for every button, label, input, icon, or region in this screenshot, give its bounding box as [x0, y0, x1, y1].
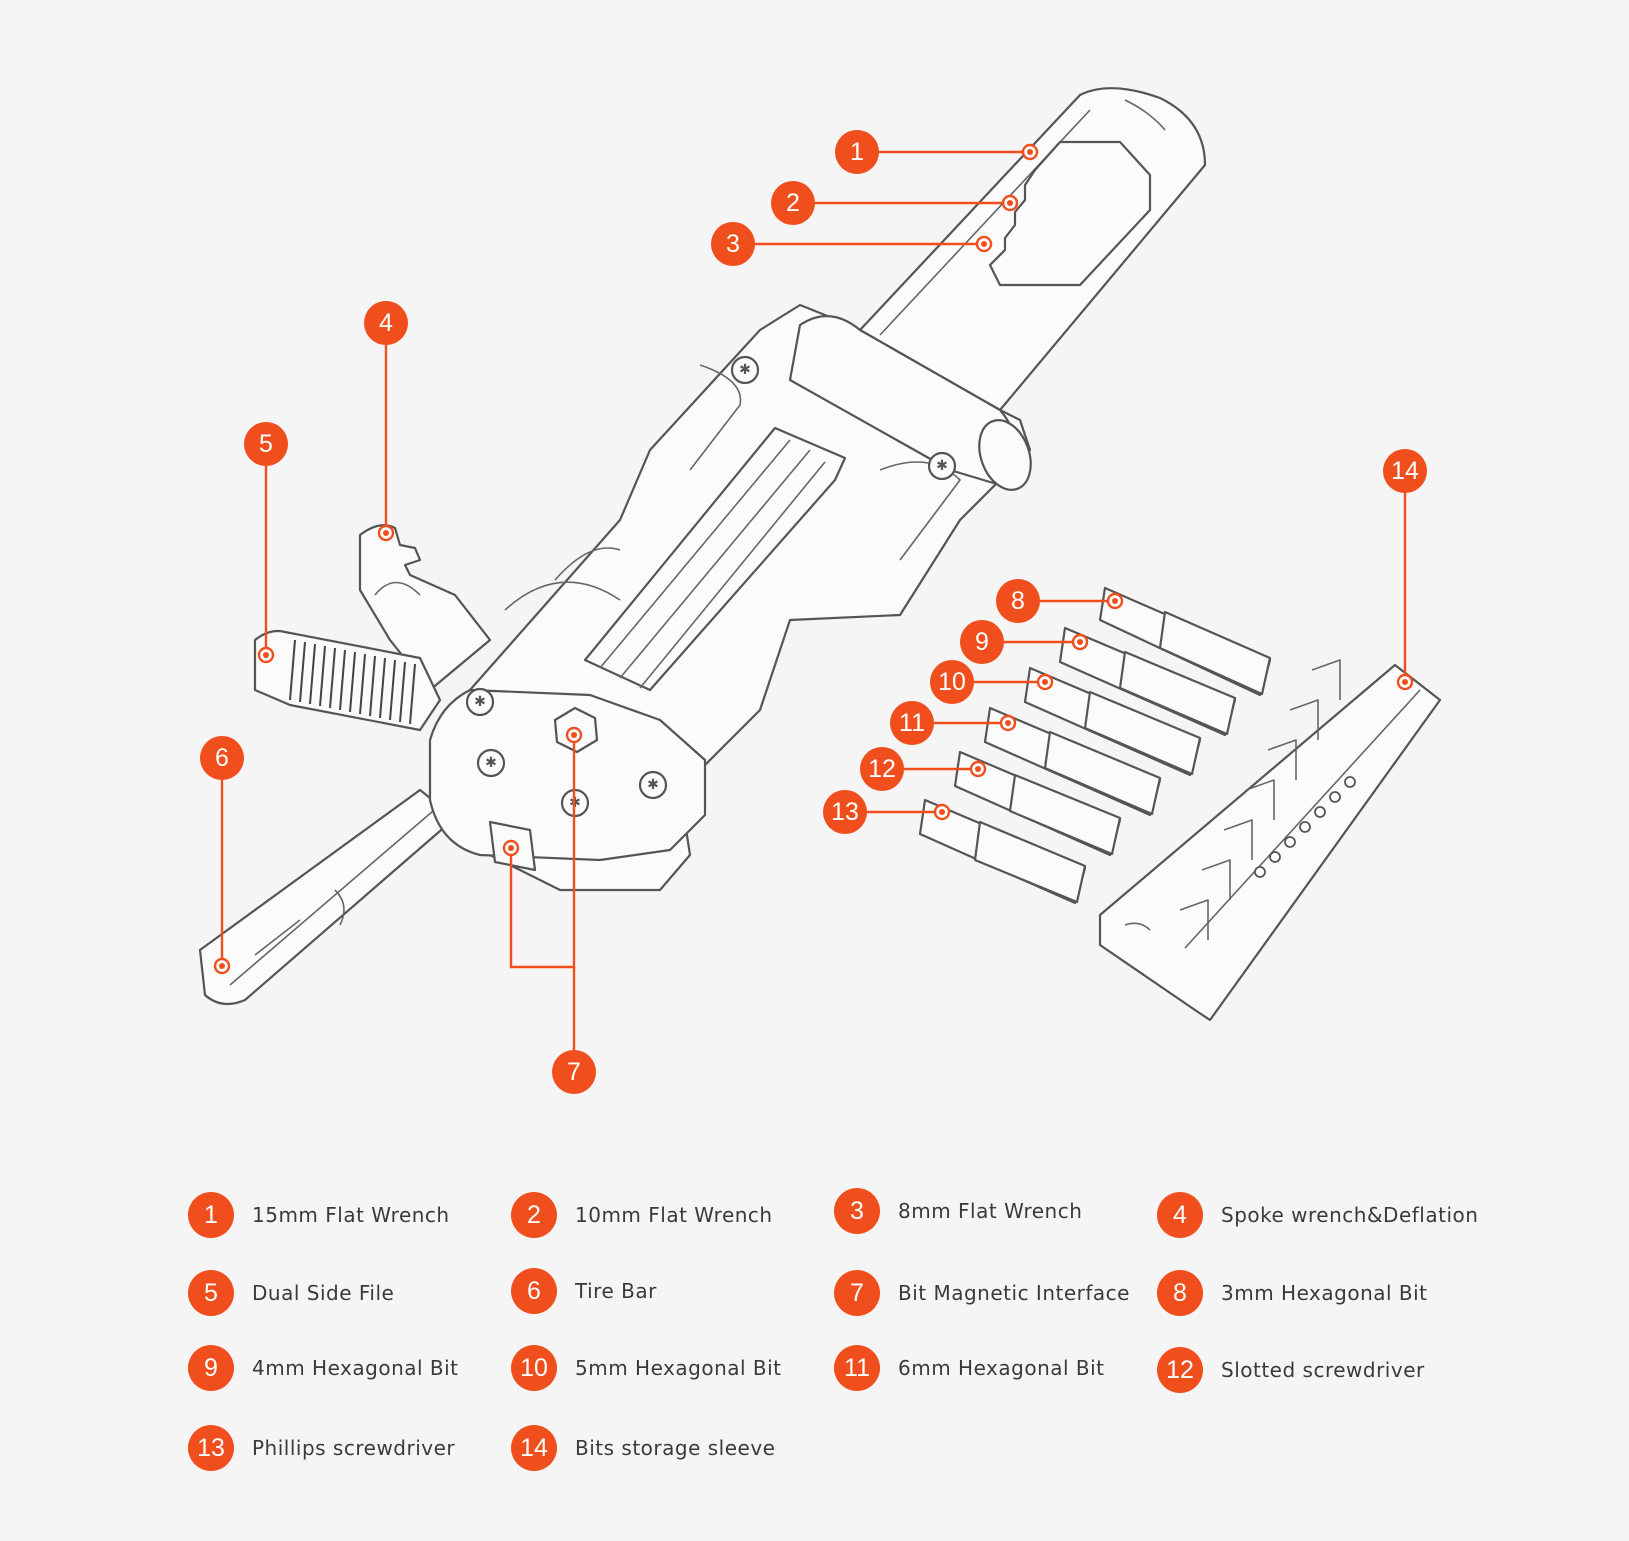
legend-label: 8mm Flat Wrench	[898, 1199, 1083, 1223]
callout-8-number: 8	[1011, 587, 1025, 615]
legend-badge: 10	[511, 1345, 557, 1391]
svg-text:✱: ✱	[485, 755, 497, 771]
callout-5-number: 5	[259, 430, 273, 458]
callout-14-number: 14	[1391, 457, 1419, 485]
legend-item-10: 10 5mm Hexagonal Bit	[511, 1343, 782, 1393]
callout-6: 6	[200, 736, 244, 975]
callout-10: 10	[930, 660, 1054, 704]
legend-item-3: 3 8mm Flat Wrench	[834, 1186, 1082, 1236]
legend-item-2: 2 10mm Flat Wrench	[511, 1190, 773, 1240]
legend-badge: 12	[1157, 1347, 1203, 1393]
legend-label: Spoke wrench&Deflation	[1221, 1203, 1479, 1227]
legend-label: Bit Magnetic Interface	[898, 1281, 1130, 1305]
callout-12-number: 12	[868, 755, 896, 783]
legend-badge: 11	[834, 1345, 880, 1391]
legend-label: 3mm Hexagonal Bit	[1221, 1281, 1428, 1305]
legend-label: 4mm Hexagonal Bit	[252, 1356, 459, 1380]
callout-13: 13	[823, 790, 951, 834]
legend-item-6: 6 Tire Bar	[511, 1266, 657, 1316]
main-body-part: ✱ ✱ ✱ ✱ ✱ ✱	[428, 303, 1032, 892]
callout-4-number: 4	[379, 309, 393, 337]
callout-10-number: 10	[938, 668, 966, 696]
legend-badge: 7	[834, 1270, 880, 1316]
callout-1: 1	[835, 130, 1039, 174]
legend-badge: 1	[188, 1192, 234, 1238]
callout-6-number: 6	[215, 744, 229, 772]
legend-badge: 5	[188, 1270, 234, 1316]
callout-12: 12	[860, 747, 987, 791]
legend-item-4: 4 Spoke wrench&Deflation	[1157, 1190, 1478, 1240]
legend-item-11: 11 6mm Hexagonal Bit	[834, 1343, 1105, 1393]
callout-11: 11	[890, 701, 1017, 745]
legend-label: Bits storage sleeve	[575, 1436, 776, 1460]
callout-4: 4	[364, 301, 408, 542]
legend-badge: 2	[511, 1192, 557, 1238]
bits-storage-sleeve-part	[1098, 659, 1442, 1022]
callout-13-number: 13	[831, 798, 859, 826]
callout-2: 2	[771, 181, 1019, 225]
svg-text:✱: ✱	[936, 458, 948, 474]
multitool-exploded-diagram: ✱ ✱ ✱ ✱ ✱ ✱	[198, 87, 1442, 1094]
wrench-handle-part	[858, 87, 1207, 412]
legend-badge: 9	[188, 1345, 234, 1391]
legend-label: 10mm Flat Wrench	[575, 1203, 773, 1227]
legend-label: Dual Side File	[252, 1281, 395, 1305]
spoke-wrench-part	[358, 524, 492, 692]
callout-3: 3	[711, 222, 993, 266]
callout-5: 5	[244, 422, 288, 664]
legend-label: 5mm Hexagonal Bit	[575, 1356, 782, 1380]
legend-label: Tire Bar	[575, 1279, 657, 1303]
legend-badge: 13	[188, 1425, 234, 1471]
svg-text:✱: ✱	[474, 694, 486, 710]
legend-item-13: 13 Phillips screwdriver	[188, 1423, 455, 1473]
legend-badge: 4	[1157, 1192, 1203, 1238]
legend-item-12: 12 Slotted screwdriver	[1157, 1345, 1425, 1395]
svg-text:✱: ✱	[647, 777, 659, 793]
callout-9-number: 9	[975, 628, 989, 656]
callout-7-number: 7	[567, 1058, 581, 1086]
legend-label: Phillips screwdriver	[252, 1436, 456, 1460]
tire-bar-part	[198, 788, 457, 1006]
dual-side-file-part	[253, 629, 442, 732]
svg-text:✱: ✱	[739, 362, 751, 378]
legend-item-1: 1 15mm Flat Wrench	[188, 1190, 450, 1240]
legend-label: Slotted screwdriver	[1221, 1358, 1425, 1382]
legend-badge: 3	[834, 1188, 880, 1234]
callout-3-number: 3	[726, 230, 740, 258]
legend-item-7: 7 Bit Magnetic Interface	[834, 1268, 1130, 1318]
legend-item-5: 5 Dual Side File	[188, 1268, 394, 1318]
callout-8: 8	[996, 579, 1124, 623]
legend-badge: 14	[511, 1425, 557, 1471]
bits-group	[918, 586, 1272, 905]
legend-item-14: 14 Bits storage sleeve	[511, 1423, 775, 1473]
callout-2-number: 2	[786, 189, 800, 217]
legend-label: 6mm Hexagonal Bit	[898, 1356, 1105, 1380]
callout-7: 7	[502, 726, 596, 1094]
callout-11-number: 11	[899, 709, 925, 737]
legend-label: 15mm Flat Wrench	[252, 1203, 450, 1227]
parts-legend: 1 15mm Flat Wrench 2 10mm Flat Wrench 3 …	[185, 1188, 1485, 1510]
callout-14: 14	[1383, 449, 1427, 691]
callout-1-number: 1	[850, 138, 864, 166]
legend-badge: 8	[1157, 1270, 1203, 1316]
callout-9: 9	[960, 620, 1089, 664]
legend-item-8: 8 3mm Hexagonal Bit	[1157, 1268, 1428, 1318]
legend-badge: 6	[511, 1268, 557, 1314]
legend-item-9: 9 4mm Hexagonal Bit	[188, 1343, 459, 1393]
